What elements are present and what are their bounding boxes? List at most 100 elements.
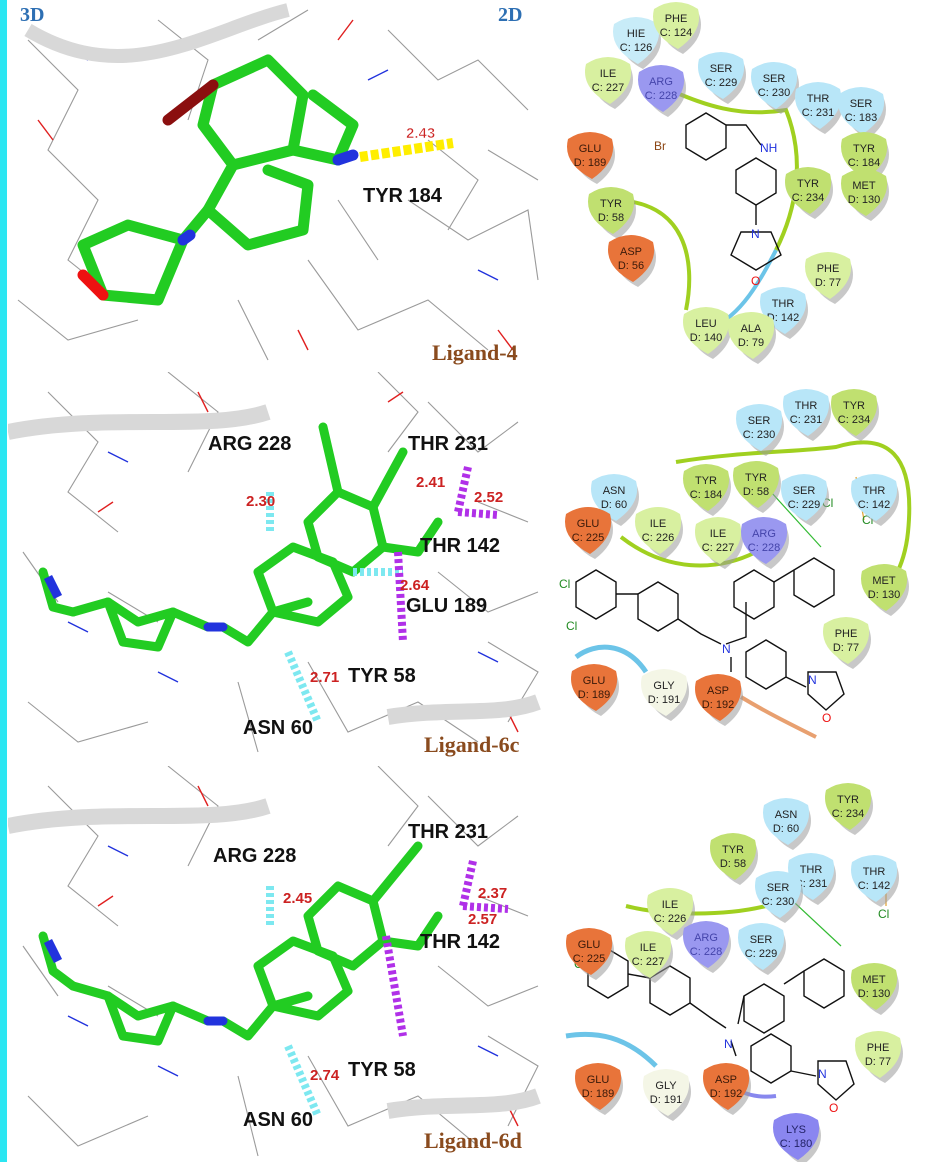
residue-id: C: 183 xyxy=(845,112,877,124)
residue-id: C: 234 xyxy=(832,808,864,820)
residue-name: ILE xyxy=(640,942,657,954)
residue-id: C: 230 xyxy=(762,896,794,908)
distance-label: 2.64 xyxy=(400,577,430,594)
residue-name: ASP xyxy=(715,1074,737,1086)
residue-id: D: 56 xyxy=(618,260,644,272)
residue-id: D: 130 xyxy=(858,988,890,1000)
residue-name: ASN xyxy=(775,809,798,821)
residue-id: D: 60 xyxy=(773,823,799,835)
distance-label: 2.52 xyxy=(474,489,503,506)
residue-name: SER xyxy=(850,98,873,110)
residue-id: D: 77 xyxy=(815,277,841,289)
distance-label: 2.71 xyxy=(310,669,339,686)
atom-label: N xyxy=(724,1037,733,1051)
residue-id: C: 126 xyxy=(620,42,652,54)
residue-thr-bubble: THR C: 231 xyxy=(795,82,843,134)
residue-name: TYR xyxy=(843,400,865,412)
residue-id: C: 227 xyxy=(702,542,734,554)
ligand-skeleton xyxy=(587,948,855,1101)
atom-label: N xyxy=(751,227,760,241)
residue-3d-label: TYR 184 xyxy=(363,185,443,207)
residue-name: PHE xyxy=(835,628,858,640)
residue-name: LEU xyxy=(695,318,716,330)
residue-glu-bubble: GLU D: 189 xyxy=(571,664,619,716)
ligand-label: Ligand-6d xyxy=(424,1128,522,1153)
residue-name: ALA xyxy=(741,323,762,335)
residue-3d-label: ARG 228 xyxy=(208,433,291,455)
ligand-6c-3d-view: 2.30 2.41 2.52 2.64 2.71 ARG 228 THR 231… xyxy=(8,372,546,762)
residue-name: ARG xyxy=(694,932,718,944)
distance-label: 2.37 xyxy=(478,885,507,902)
ligand-label: Ligand-6c xyxy=(424,732,520,757)
residue-name: SER xyxy=(710,63,733,75)
accent-bar xyxy=(0,0,7,1162)
heteroatom-lines xyxy=(67,391,519,733)
distance-label: 2.45 xyxy=(283,890,312,907)
residue-id: C: 184 xyxy=(848,157,880,169)
residue-name: GLU xyxy=(583,675,606,687)
residue-id: D: 189 xyxy=(582,1088,614,1100)
ligand-6d-3d-scene: 2.45 2.37 2.57 2.74 THR 231 ARG 228 THR … xyxy=(8,766,541,1157)
residue-id: D: 130 xyxy=(848,194,880,206)
residue-id: D: 189 xyxy=(578,689,610,701)
residue-id: D: 58 xyxy=(720,858,746,870)
residue-name: THR xyxy=(807,93,830,105)
residue-id: D: 191 xyxy=(648,694,680,706)
residue-name: LYS xyxy=(786,1124,806,1136)
residue-name: ILE xyxy=(662,899,679,911)
residue-name: GLY xyxy=(653,680,675,692)
residue-name: THR xyxy=(863,866,886,878)
residue-3d-label: THR 142 xyxy=(420,931,500,953)
ligand-sticks xyxy=(38,422,443,652)
residue-name: ASP xyxy=(620,246,642,258)
ligand-sticks xyxy=(38,841,443,1046)
residue-name: GLU xyxy=(577,518,600,530)
distance-label: 2.41 xyxy=(416,474,445,491)
heteroatom-lines xyxy=(67,785,519,1127)
residue-asp-bubble: ASP D: 56 xyxy=(608,235,656,287)
bromine-stick xyxy=(162,79,219,126)
atom-label: O xyxy=(751,274,760,288)
distance-label: 2.57 xyxy=(468,911,497,928)
residue-3d-label: ARG 228 xyxy=(213,845,296,867)
residue-name: THR xyxy=(863,485,886,497)
residue-name: SER xyxy=(767,882,790,894)
residue-id: D: 189 xyxy=(574,157,606,169)
residue-id: C: 231 xyxy=(790,414,822,426)
residue-name: GLU xyxy=(578,939,601,951)
atom-label: Cl xyxy=(878,907,889,921)
residue-id: C: 234 xyxy=(792,192,824,204)
residue-name: ASN xyxy=(603,485,626,497)
residue-name: GLU xyxy=(579,143,602,155)
residue-id: C: 231 xyxy=(802,107,834,119)
residue-id: D: 77 xyxy=(833,642,859,654)
residue-name: PHE xyxy=(867,1042,890,1054)
residue-name: THR xyxy=(795,400,818,412)
